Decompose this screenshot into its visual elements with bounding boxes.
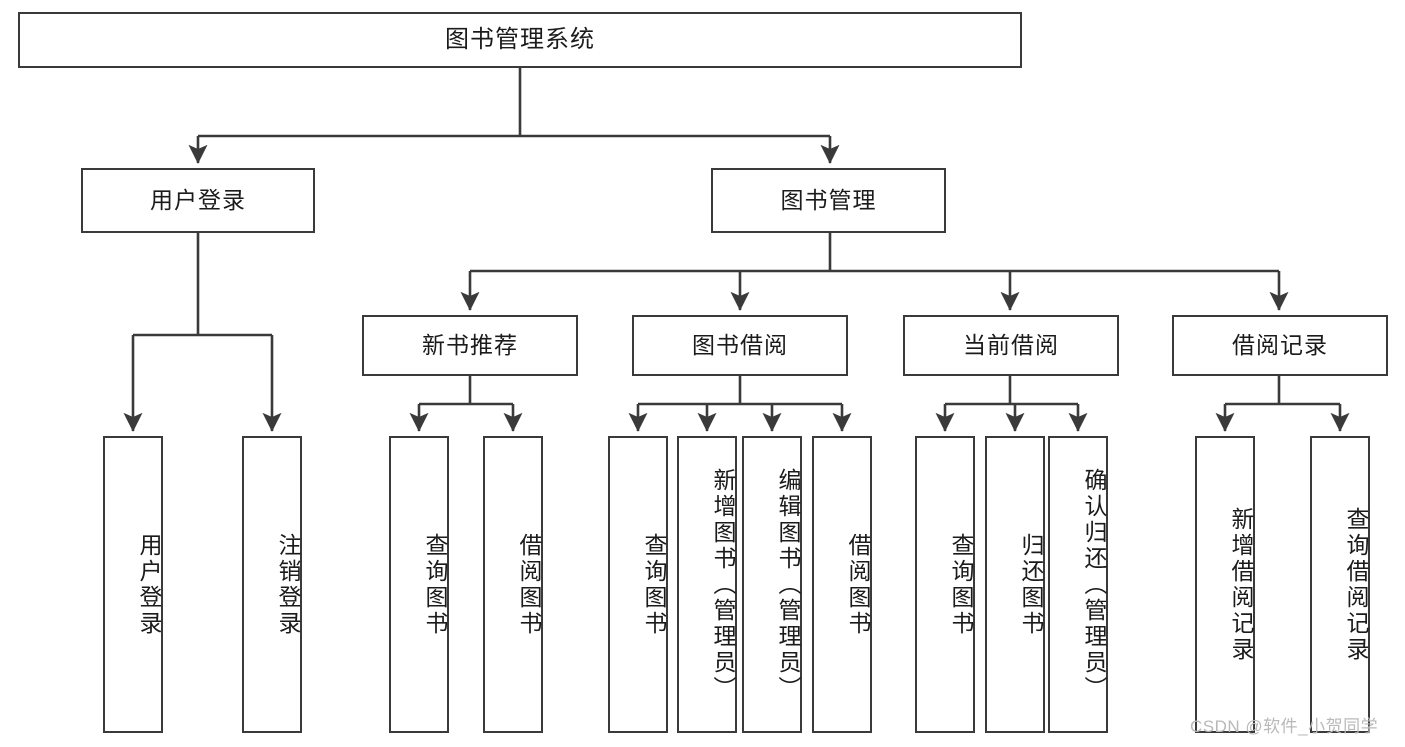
- node-leaf-add-book[interactable]: 新增图书（管理员）: [677, 436, 737, 733]
- node-leaf-borrow-book-2-label: 借阅图书: [845, 532, 871, 637]
- node-borrow-record[interactable]: 借阅记录: [1172, 315, 1388, 376]
- node-leaf-add-record[interactable]: 新增借阅记录: [1195, 436, 1255, 733]
- node-leaf-edit-book[interactable]: 编辑图书（管理员）: [742, 436, 802, 733]
- node-leaf-query-book-2-label: 查询图书: [641, 532, 667, 637]
- node-leaf-borrow-book-2[interactable]: 借阅图书: [812, 436, 872, 733]
- node-leaf-confirm-return[interactable]: 确认归还（管理员）: [1048, 436, 1108, 733]
- node-leaf-return-book[interactable]: 归还图书: [985, 436, 1045, 733]
- node-leaf-edit-book-label: 编辑图书（管理员）: [775, 467, 801, 702]
- node-leaf-query-book-3[interactable]: 查询图书: [915, 436, 975, 733]
- node-current-borrow-label: 当前借阅: [963, 331, 1059, 358]
- node-root[interactable]: 图书管理系统: [18, 12, 1022, 68]
- node-leaf-query-book-1[interactable]: 查询图书: [389, 436, 449, 733]
- node-leaf-query-book-3-label: 查询图书: [948, 532, 974, 637]
- node-user-login-label: 用户登录: [150, 186, 246, 213]
- node-leaf-logout[interactable]: 注销登录: [242, 436, 302, 733]
- node-leaf-add-record-label: 新增借阅记录: [1228, 506, 1254, 663]
- node-leaf-borrow-book-1[interactable]: 借阅图书: [483, 436, 543, 733]
- node-leaf-user-login-label: 用户登录: [136, 532, 162, 637]
- node-leaf-borrow-book-1-label: 借阅图书: [516, 532, 542, 637]
- node-user-login[interactable]: 用户登录: [81, 168, 315, 233]
- node-leaf-query-record[interactable]: 查询借阅记录: [1310, 436, 1370, 733]
- node-leaf-confirm-return-label: 确认归还（管理员）: [1081, 467, 1107, 702]
- node-book-borrow-label: 图书借阅: [692, 331, 788, 358]
- node-new-book-rec-label: 新书推荐: [422, 331, 518, 358]
- node-book-borrow[interactable]: 图书借阅: [632, 315, 848, 376]
- node-leaf-query-book-1-label: 查询图书: [422, 532, 448, 637]
- csdn-watermark: CSDN @软件_小贺同学: [1190, 717, 1379, 736]
- node-book-manage[interactable]: 图书管理: [711, 168, 946, 233]
- node-borrow-record-label: 借阅记录: [1232, 331, 1328, 358]
- node-current-borrow[interactable]: 当前借阅: [903, 315, 1119, 376]
- node-leaf-user-login[interactable]: 用户登录: [103, 436, 163, 733]
- node-root-label: 图书管理系统: [445, 25, 595, 53]
- node-new-book-rec[interactable]: 新书推荐: [362, 315, 578, 376]
- node-leaf-return-book-label: 归还图书: [1018, 532, 1044, 637]
- node-book-manage-label: 图书管理: [780, 186, 877, 213]
- node-leaf-query-record-label: 查询借阅记录: [1343, 506, 1369, 663]
- node-leaf-add-book-label: 新增图书（管理员）: [710, 467, 736, 702]
- node-leaf-logout-label: 注销登录: [275, 532, 301, 637]
- node-leaf-query-book-2[interactable]: 查询图书: [608, 436, 668, 733]
